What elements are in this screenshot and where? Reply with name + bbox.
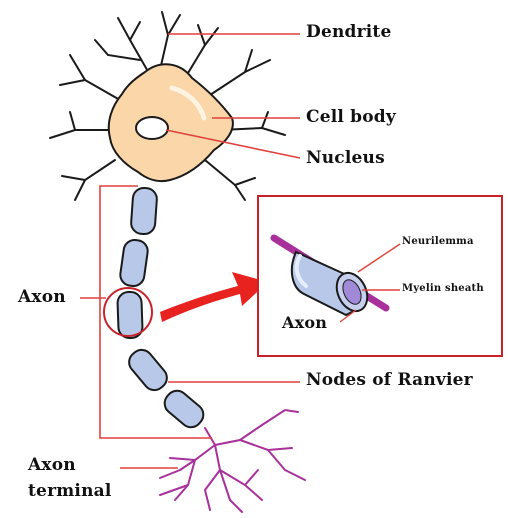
label-axon-terminal-line2: terminal [28,478,112,504]
cell-body-shape [109,64,233,181]
label-cell-body: Cell body [306,107,396,127]
label-axon-terminal-line1: Axon [28,452,112,478]
inset-label-neurilemma: Neurilemma [402,236,474,247]
label-nucleus: Nucleus [306,148,385,168]
label-nodes-of-ranvier: Nodes of Ranvier [306,370,473,390]
nucleus-shape [136,117,168,139]
inset-label-myelin-sheath: Myelin sheath [402,283,484,294]
myelin-segments [117,187,208,431]
label-axon: Axon [18,287,66,307]
inset-label-axon: Axon [282,313,327,332]
axon-terminal-branches [160,410,305,512]
label-dendrite: Dendrite [306,22,392,42]
label-axon-terminal: Axon terminal [28,452,112,504]
zoom-arrow [160,272,268,322]
